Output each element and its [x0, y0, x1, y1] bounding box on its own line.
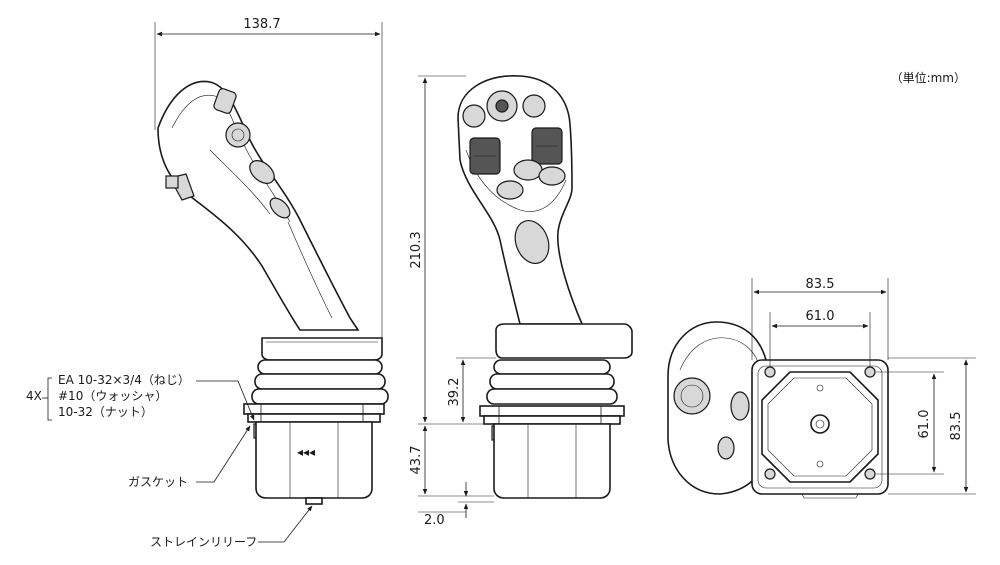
svg-text:138.7: 138.7	[243, 17, 280, 32]
dim-overall-width: 138.7	[154, 17, 383, 338]
dim-below-mount: 43.7	[409, 425, 494, 497]
dim-flange-inner-h: 61.0	[769, 309, 871, 366]
svg-text:61.0: 61.0	[917, 410, 932, 439]
strain-relief-label: ストレインリリーフ	[150, 535, 257, 549]
strain-relief-callout: ストレインリリーフ	[150, 505, 313, 549]
dim-height-total: 210.3	[409, 75, 484, 425]
front-view	[457, 75, 633, 499]
arrow-mark: ◂◂◂	[297, 445, 315, 459]
dim-flange-outer-h: 83.5	[751, 277, 889, 360]
dim-strain-relief: 2.0	[418, 482, 494, 528]
dim-boot-height: 39.2	[447, 357, 496, 423]
hardware-screw: EA 10-32×3/4（ねじ）	[58, 373, 190, 387]
svg-text:43.7: 43.7	[409, 446, 424, 475]
svg-text:83.5: 83.5	[806, 277, 835, 292]
svg-text:2.0: 2.0	[424, 513, 445, 528]
gasket-label: ガスケット	[128, 475, 188, 489]
svg-text:39.2: 39.2	[447, 378, 462, 407]
hardware-callout: 4X EA 10-32×3/4（ねじ） #10（ウォッシャ） 10-32（ナット…	[26, 373, 255, 421]
dim-flange-inner-v: 61.0	[876, 371, 944, 475]
side-view: ◂◂◂	[157, 80, 389, 505]
hardware-nut: 10-32（ナット）	[58, 405, 153, 419]
hardware-quantity: 4X	[26, 389, 42, 403]
dim-flange-outer-v: 83.5	[888, 357, 976, 495]
svg-text:210.3: 210.3	[409, 231, 424, 268]
svg-text:83.5: 83.5	[949, 412, 964, 441]
bottom-view	[667, 321, 889, 499]
units-note: （単位:mm）	[891, 70, 966, 85]
hardware-washer: #10（ウォッシャ）	[58, 389, 167, 403]
svg-text:61.0: 61.0	[806, 309, 835, 324]
gasket-callout: ガスケット	[128, 425, 251, 489]
